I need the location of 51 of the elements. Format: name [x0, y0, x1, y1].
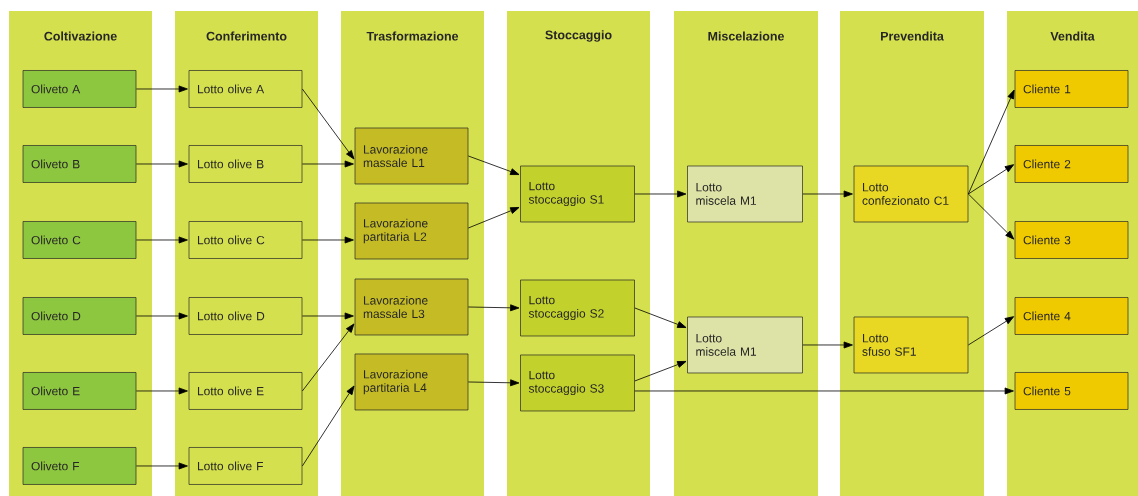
process-box: Cliente 2	[1014, 145, 1129, 183]
arrow	[135, 85, 188, 93]
arrow	[301, 160, 354, 168]
arrow	[135, 160, 188, 168]
arrow	[467, 304, 520, 312]
process-box: Lavorazione partitaria L2	[354, 202, 469, 260]
process-box: Oliveto C	[22, 221, 137, 259]
process-box: Cliente 3	[1014, 221, 1129, 259]
process-box: Lotto olive C	[188, 221, 303, 259]
process-box: Lotto olive D	[188, 297, 303, 335]
process-box: Lotto olive E	[188, 372, 303, 410]
process-box: Oliveto B	[22, 145, 137, 183]
arrow	[634, 307, 687, 328]
process-box: Lotto stoccaggio S3	[520, 354, 635, 412]
arrow	[467, 155, 520, 175]
process-box: Lotto confezionato C1	[853, 165, 969, 223]
process-box: Lotto miscela M1	[687, 316, 803, 374]
process-box: Oliveto A	[22, 70, 137, 108]
process-box: Oliveto D	[22, 297, 137, 335]
arrow	[135, 387, 188, 395]
arrow	[967, 316, 1015, 346]
process-box: Cliente 1	[1014, 70, 1129, 108]
process-box: Cliente 4	[1014, 297, 1129, 335]
process-box: Lotto olive A	[188, 70, 303, 108]
arrow	[135, 312, 188, 320]
process-box: Lavorazione massale L3	[354, 278, 469, 336]
arrow	[802, 190, 853, 198]
arrow	[634, 190, 687, 198]
arrow	[967, 193, 1015, 240]
process-box: Lotto olive B	[188, 145, 303, 183]
process-box: Oliveto F	[22, 447, 137, 485]
process-box: Lavorazione massale L1	[354, 127, 469, 185]
arrow	[802, 341, 853, 349]
process-box: Lotto stoccaggio S1	[520, 165, 635, 223]
process-box: Lotto stoccaggio S2	[520, 279, 635, 337]
arrow	[135, 236, 188, 244]
process-box: Lavorazione partitaria L4	[354, 353, 469, 411]
arrow	[467, 207, 520, 229]
process-box: Oliveto E	[22, 372, 137, 410]
arrow	[967, 164, 1015, 195]
process-box: Cliente 5	[1014, 372, 1129, 410]
arrow	[135, 462, 188, 470]
arrow	[967, 89, 1015, 195]
arrow	[634, 361, 687, 382]
arrow	[301, 236, 354, 244]
arrow	[467, 379, 520, 387]
arrow	[301, 312, 354, 320]
process-box: Lotto miscela M1	[687, 165, 803, 223]
process-box: Lotto sfuso SF1	[853, 316, 969, 374]
arrow	[634, 387, 1014, 395]
process-box: Lotto olive F	[188, 447, 303, 485]
